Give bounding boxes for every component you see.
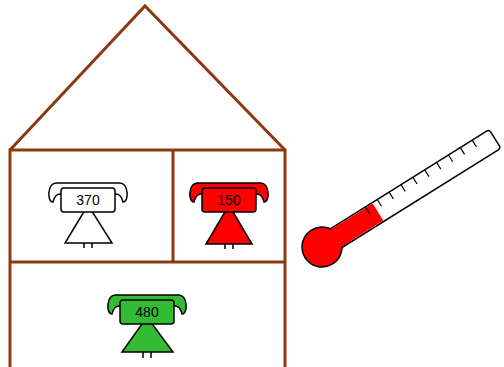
heater-leg (224, 244, 226, 249)
thermometer-tube (323, 130, 501, 253)
heater-panel (202, 188, 256, 212)
floor-divider (10, 261, 285, 264)
house-wall (10, 150, 285, 367)
heater-leg (91, 243, 93, 248)
heater-panel (61, 188, 115, 212)
heater-leg (150, 352, 152, 358)
heater-panel (120, 300, 174, 324)
heater-value: 150 (202, 188, 256, 212)
heater-value: 480 (120, 300, 174, 324)
heater-leg (83, 243, 85, 248)
heater-value: 370 (61, 188, 115, 212)
thermometer-ticks (365, 140, 476, 214)
heater-box: 370 (47, 180, 129, 216)
roof (10, 6, 285, 150)
room-divider (172, 150, 175, 262)
thermometer-neck (323, 224, 351, 252)
heater-leg (232, 244, 234, 249)
heater-box: 480 (106, 292, 188, 328)
heater-box: 150 (188, 180, 270, 216)
heater-leg (142, 352, 144, 358)
thermometer-mercury (323, 204, 383, 252)
thermometer (294, 122, 504, 275)
